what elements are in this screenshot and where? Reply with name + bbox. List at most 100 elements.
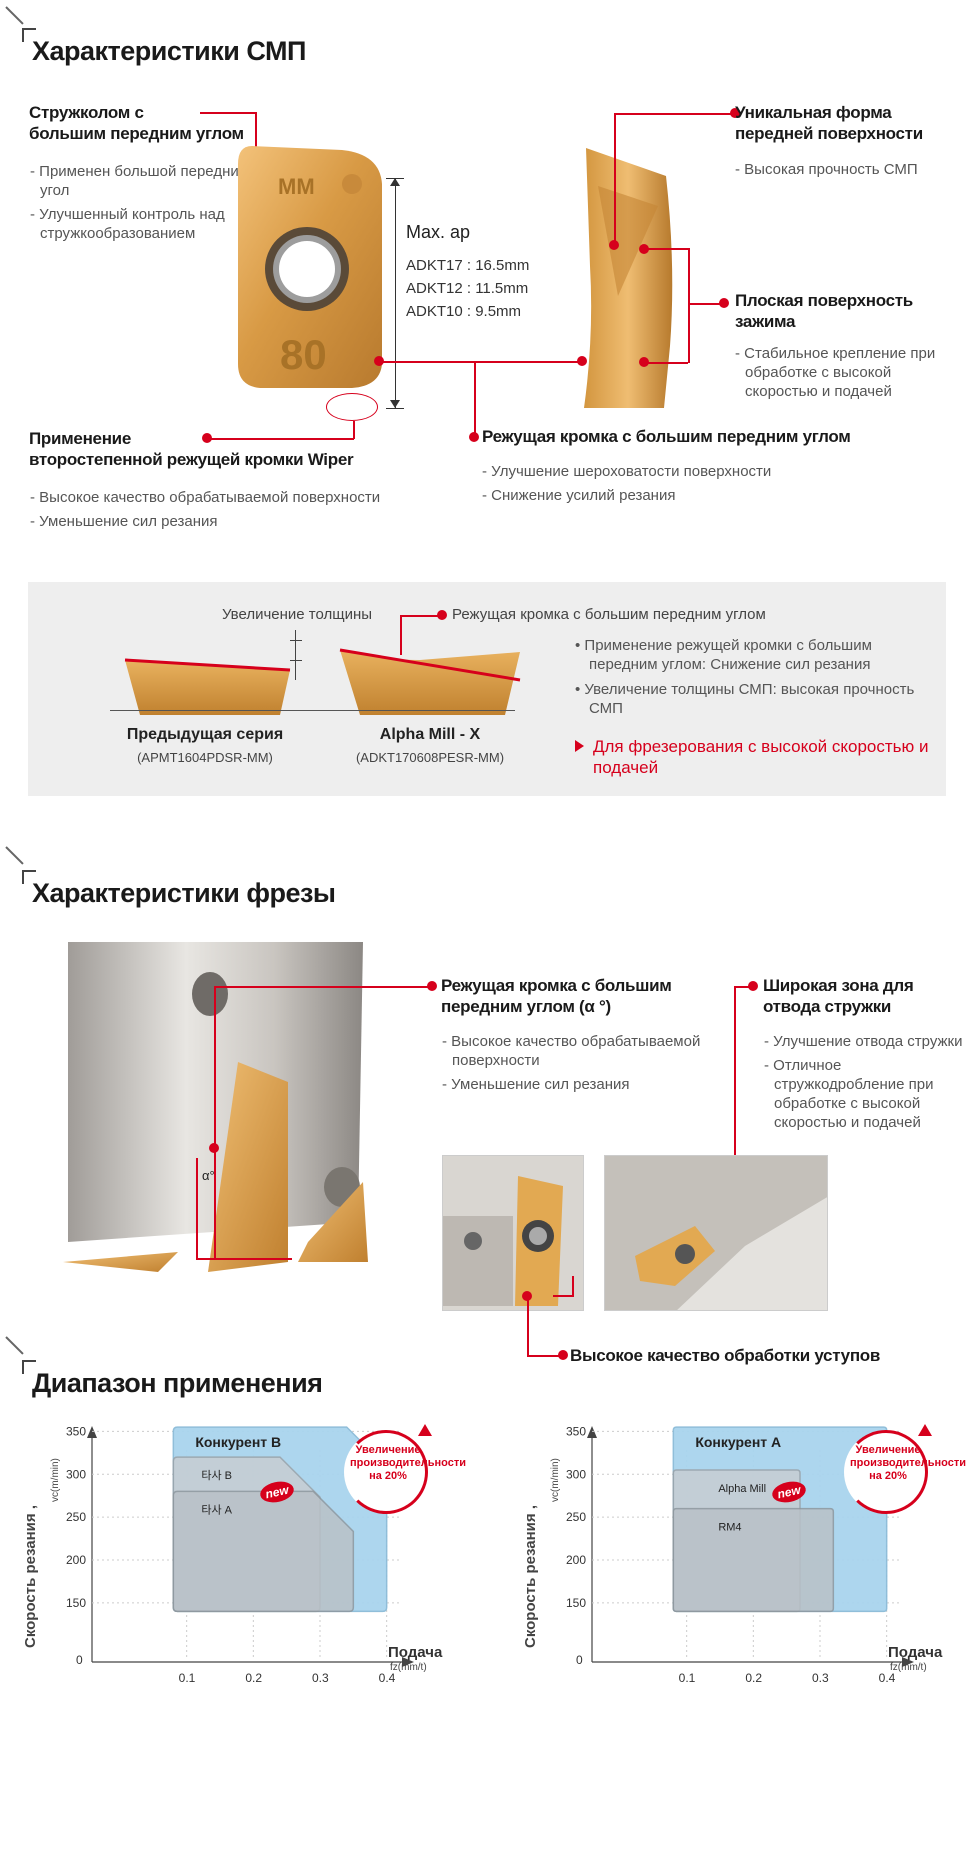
svg-text:MM: MM (278, 174, 315, 199)
insert-number: 80 (280, 331, 327, 378)
region-label: 타사 B (201, 1469, 232, 1482)
arrow-up-icon (418, 1424, 432, 1436)
marker-dot (748, 981, 758, 991)
cutter-feature-chip-zone-title: Широкая зона для отвода стружки (763, 976, 914, 1016)
insert-side-view-image (584, 148, 673, 408)
region-label: Конкурент A (695, 1434, 781, 1450)
section-title-insert: Характеристики СМП (32, 36, 306, 66)
insert-feature-clamp-list: Стабильное крепление при обработке с выс… (735, 344, 955, 406)
decor-corner (22, 28, 36, 42)
decor-slash (5, 1336, 24, 1355)
x-axis-arrow (902, 1657, 914, 1667)
chart-1-ylabel: Скорость резания , (22, 1505, 39, 1648)
range-region (172, 1490, 355, 1613)
y-tick-label: 250 (566, 1510, 586, 1524)
chart-1-xlabel: Подача (388, 1644, 443, 1661)
marker-dot (202, 433, 212, 443)
marker-dot (469, 432, 479, 442)
new-series-name: Alpha Mill - X (379, 726, 481, 743)
y-tick-label: 350 (66, 1424, 86, 1438)
chart-2-svg: 150 200 250 300 350 0.1 0.2 0.3 0.4 0 Конкурент A A… (566, 1424, 914, 1685)
chart-1-badge: Увеличение производительности на 20% (350, 1444, 466, 1482)
insert-comparison-image (124, 648, 521, 715)
insert-feature-wiper-title: Применение второстепенной режущей кромки… (29, 429, 354, 469)
insert-feature-cutting-edge-title: Режущая кромка с большим передним углом (482, 427, 851, 446)
application-chart-1: 150 200 250 300 350 0.1 0.2 0.3 0.4 0 Конкурент B 타… (20, 1420, 466, 1690)
marker-dot (609, 240, 619, 250)
chart-1-yunit: vc(m/min) (50, 1458, 61, 1502)
x-tick-label: 0.4 (379, 1671, 396, 1685)
decor-corner (22, 1360, 36, 1374)
chip-zone-detail-image (604, 1155, 828, 1311)
y-tick-label: 200 (566, 1553, 586, 1567)
arrow-up-icon (918, 1424, 932, 1436)
cutter-feature-chip-zone-list: Улучшение отвода стружки Отличное стружк… (764, 1032, 964, 1137)
thickness-label: Увеличение толщины (222, 606, 373, 623)
marker-dot (558, 1350, 568, 1360)
x-tick-label: 0.2 (745, 1671, 762, 1685)
x-tick-label: 0.1 (179, 1671, 196, 1685)
insert-feature-clamp-title: Плоская поверхность зажима (735, 291, 913, 331)
insert-feature-chipbreaker-title: Стружколом с большим передним углом (29, 103, 244, 143)
y-tick-label: 350 (566, 1424, 586, 1438)
marker-dot (427, 981, 437, 991)
alpha-angle-label: α° (202, 1168, 215, 1183)
marker-dot (719, 298, 729, 308)
y-tick-label: 300 (66, 1467, 86, 1481)
insert-feature-chipbreaker-list: Применен большой передний угол Улучшенны… (30, 162, 250, 248)
marker-dot (437, 610, 447, 620)
decor-corner (22, 870, 36, 884)
max-ap-title: Max. ap (406, 222, 471, 242)
max-ap-list: ADKT17 : 16.5mm ADKT12 : 11.5mm ADKT10 :… (406, 257, 530, 320)
decor-slash (5, 846, 24, 865)
edge-label: Режущая кромка с большим передним углом (452, 606, 766, 623)
cutter-feature-edge-list: Высокое качество обрабатываемой поверхно… (442, 1032, 732, 1099)
insert-feature-rake-face-title: Уникальная форма передней поверхности (735, 103, 923, 143)
decor-slash (5, 6, 24, 25)
origin-label: 0 (76, 1653, 83, 1667)
insert-feature-cutting-edge-list: Улучшение шероховатости поверхности Сниж… (482, 462, 902, 510)
insert-feature-wiper-list: Высокое качество обрабатываемой поверхно… (30, 488, 430, 536)
section-title-application: Диапазон применения (32, 1368, 323, 1398)
shoulder-detail-image (442, 1155, 584, 1311)
chart-2-xunit: fz(mm/t) (890, 1662, 927, 1673)
chart-2-badge: Увеличение производительности на 20% (850, 1444, 966, 1482)
prev-series-code: (APMT1604PDSR-MM) (137, 750, 273, 765)
cutter-image (63, 942, 368, 1272)
region-label: RM4 (718, 1522, 741, 1534)
x-tick-label: 0.3 (312, 1671, 329, 1685)
chart-2-xlabel: Подача (888, 1644, 943, 1661)
y-tick-label: 150 (566, 1596, 586, 1610)
x-axis-arrow (402, 1657, 414, 1667)
application-chart-2: 150 200 250 300 350 0.1 0.2 0.3 0.4 0 Конкурент A A… (520, 1420, 966, 1690)
region-label: Конкурент B (195, 1434, 281, 1450)
region-label: 타사 A (201, 1503, 232, 1516)
range-region (672, 1507, 835, 1613)
cutter-feature-shoulder-title: Высокое качество обработки уступов (570, 1346, 881, 1365)
region-label: Alpha Mill (718, 1483, 766, 1495)
x-tick-label: 0.2 (245, 1671, 262, 1685)
section-title-cutter: Характеристики фрезы (32, 878, 336, 908)
cutter-feature-edge-title: Режущая кромка с большим передним углом … (441, 976, 672, 1016)
y-tick-label: 300 (566, 1467, 586, 1481)
chart-1-xunit: fz(mm/t) (390, 1662, 427, 1673)
y-tick-label: 200 (66, 1553, 86, 1567)
y-tick-label: 150 (66, 1596, 86, 1610)
prev-series-name: Предыдущая серия (126, 726, 284, 743)
arrow-right-icon (575, 740, 584, 752)
y-tick-label: 250 (66, 1510, 86, 1524)
insert-feature-rake-face-list: Высокая прочность СМП (735, 160, 975, 184)
chart-2-ylabel: Скорость резания , (522, 1505, 539, 1648)
comparison-highlight: Для фрезерования с высокой скоростью и п… (575, 736, 935, 778)
marker-dot (730, 108, 740, 118)
wiper-highlight (326, 393, 378, 421)
new-series-code: (ADKT170608PESR-MM) (355, 750, 505, 765)
origin-label: 0 (576, 1653, 583, 1667)
x-tick-label: 0.3 (812, 1671, 829, 1685)
y-axis-arrow (587, 1426, 597, 1438)
marker-dot (209, 1143, 219, 1153)
insert-top-view-image: 80 MM (238, 146, 382, 388)
comparison-bullets: • Применение режущей кромки с большим пе… (575, 637, 915, 717)
x-tick-label: 0.1 (679, 1671, 696, 1685)
x-tick-label: 0.4 (879, 1671, 896, 1685)
